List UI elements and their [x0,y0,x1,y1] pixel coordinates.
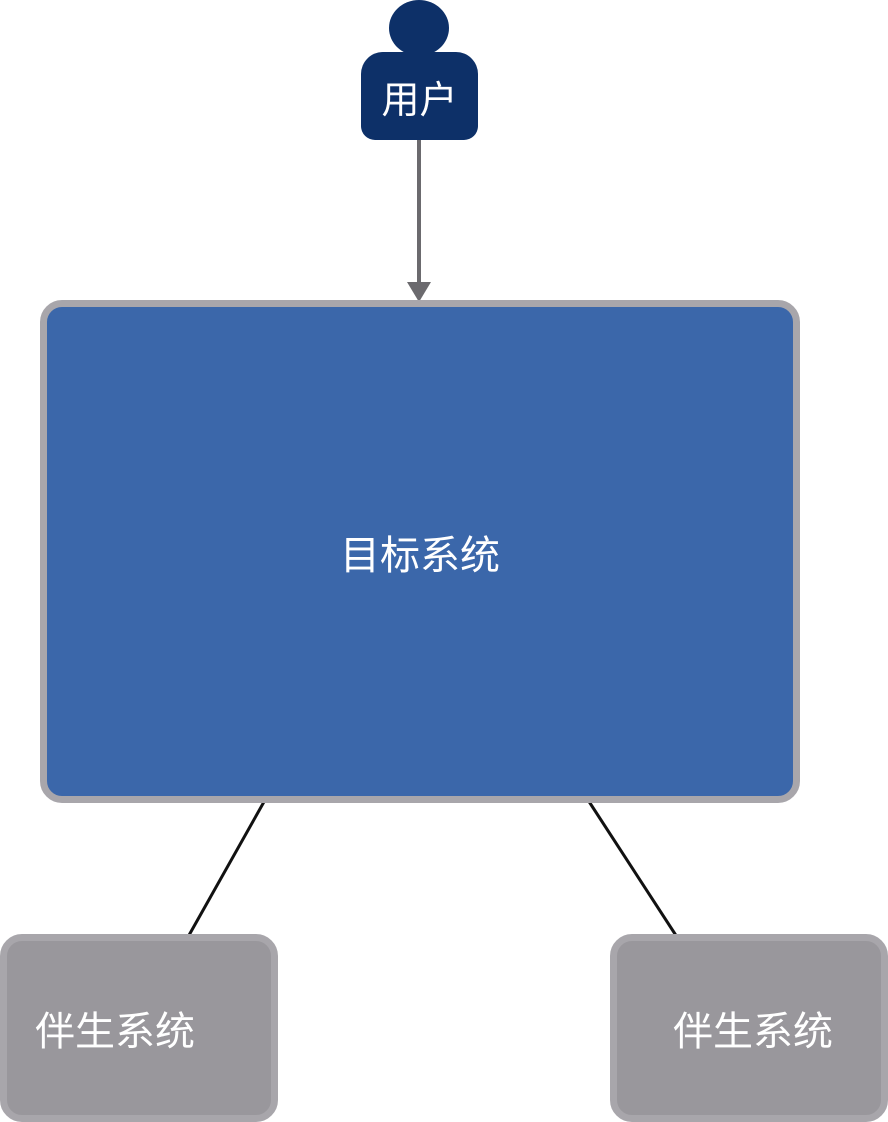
companion-system-label: 伴生系统 [673,1009,833,1055]
person-icon-head [389,0,449,56]
actor-label: 用户 [381,77,458,122]
companion-system-label: 伴生系统 [35,1009,195,1055]
target-to-right-companion-line [586,799,679,938]
companion-system-node-right[interactable]: 伴生系统 [610,934,888,1122]
target-system-node[interactable]: 目标系统 [40,300,800,803]
target-to-left-companion-line [186,799,267,938]
target-system-label: 目标系统 [340,532,500,579]
arrowhead-icon [407,282,431,302]
companion-system-node-left[interactable]: 伴生系统 [0,934,278,1122]
actor-user[interactable]: 用户 [361,52,478,140]
